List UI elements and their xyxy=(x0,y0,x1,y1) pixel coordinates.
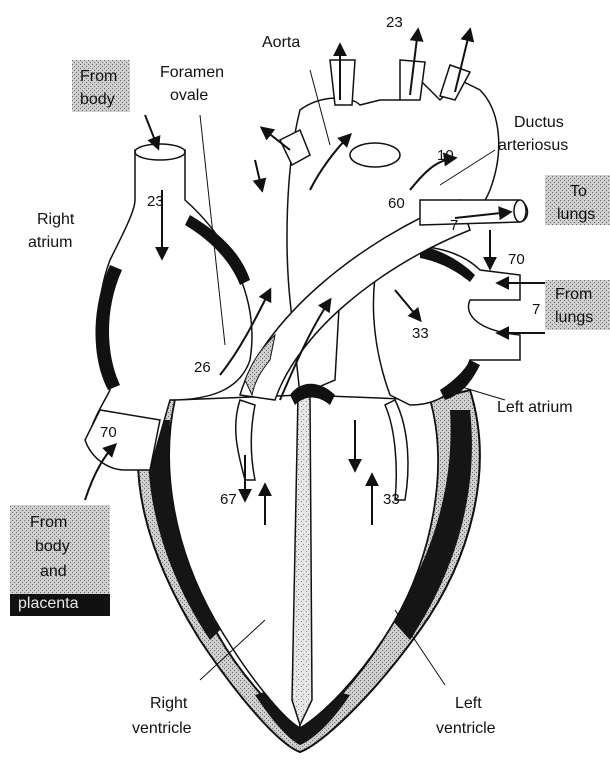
label-right-ventricle-1: Right xyxy=(150,695,188,712)
label-to-lungs-1: To xyxy=(570,183,587,200)
label-from-lungs-1: From xyxy=(555,286,592,303)
label-left-ventricle-2: ventricle xyxy=(436,720,496,737)
label-placenta-3: and xyxy=(40,563,67,580)
label-ductus-2: arteriosus xyxy=(498,137,568,154)
arrow-from-body-top xyxy=(145,115,158,148)
label-foramen-2: ovale xyxy=(170,87,208,104)
label-right-atrium-1: Right xyxy=(37,211,75,228)
label-to-lungs-2: lungs xyxy=(557,206,595,223)
label-aorta: Aorta xyxy=(262,34,300,51)
value-left-atrium: 33 xyxy=(412,325,429,342)
label-foramen-1: Foramen xyxy=(160,64,224,81)
left-atrium-group xyxy=(373,245,520,405)
label-placenta-4: placenta xyxy=(18,595,79,612)
brachiocephalic-branch xyxy=(330,60,355,105)
ivc xyxy=(85,410,160,470)
label-left-ventricle-1: Left xyxy=(455,695,482,712)
ductus-opening xyxy=(350,143,400,167)
value-foramen: 26 xyxy=(194,359,211,376)
pulmonary-artery-branch xyxy=(420,200,528,225)
value-aortic-arch: 60 xyxy=(388,195,405,212)
value-pv-lower: 7 xyxy=(532,301,540,318)
left-atrium-shape xyxy=(373,246,520,405)
value-ivc: 70 xyxy=(100,424,117,441)
label-placenta-2: body xyxy=(35,538,70,555)
value-svc: 23 xyxy=(147,193,164,210)
value-ductus: 10 xyxy=(437,147,454,164)
label-placenta-1: From xyxy=(30,514,67,531)
label-from-lungs-2: lungs xyxy=(555,309,593,326)
arrow-vessel-small xyxy=(255,160,262,190)
label-right-atrium-2: atrium xyxy=(28,234,72,251)
value-pv-upper: 70 xyxy=(508,251,525,268)
svc-opening xyxy=(135,144,185,160)
label-ductus-1: Ductus xyxy=(514,114,564,131)
value-pulmonary-artery: 7 xyxy=(450,217,458,234)
label-right-ventricle-2: ventricle xyxy=(132,720,192,737)
label-left-atrium: Left atrium xyxy=(497,399,573,416)
label-from-body-top-1: From xyxy=(80,68,117,85)
value-aorta-top: 23 xyxy=(386,14,403,31)
value-left-ventricle: 33 xyxy=(383,491,400,508)
label-from-body-top-2: body xyxy=(80,91,115,108)
value-right-ventricle: 67 xyxy=(220,491,237,508)
